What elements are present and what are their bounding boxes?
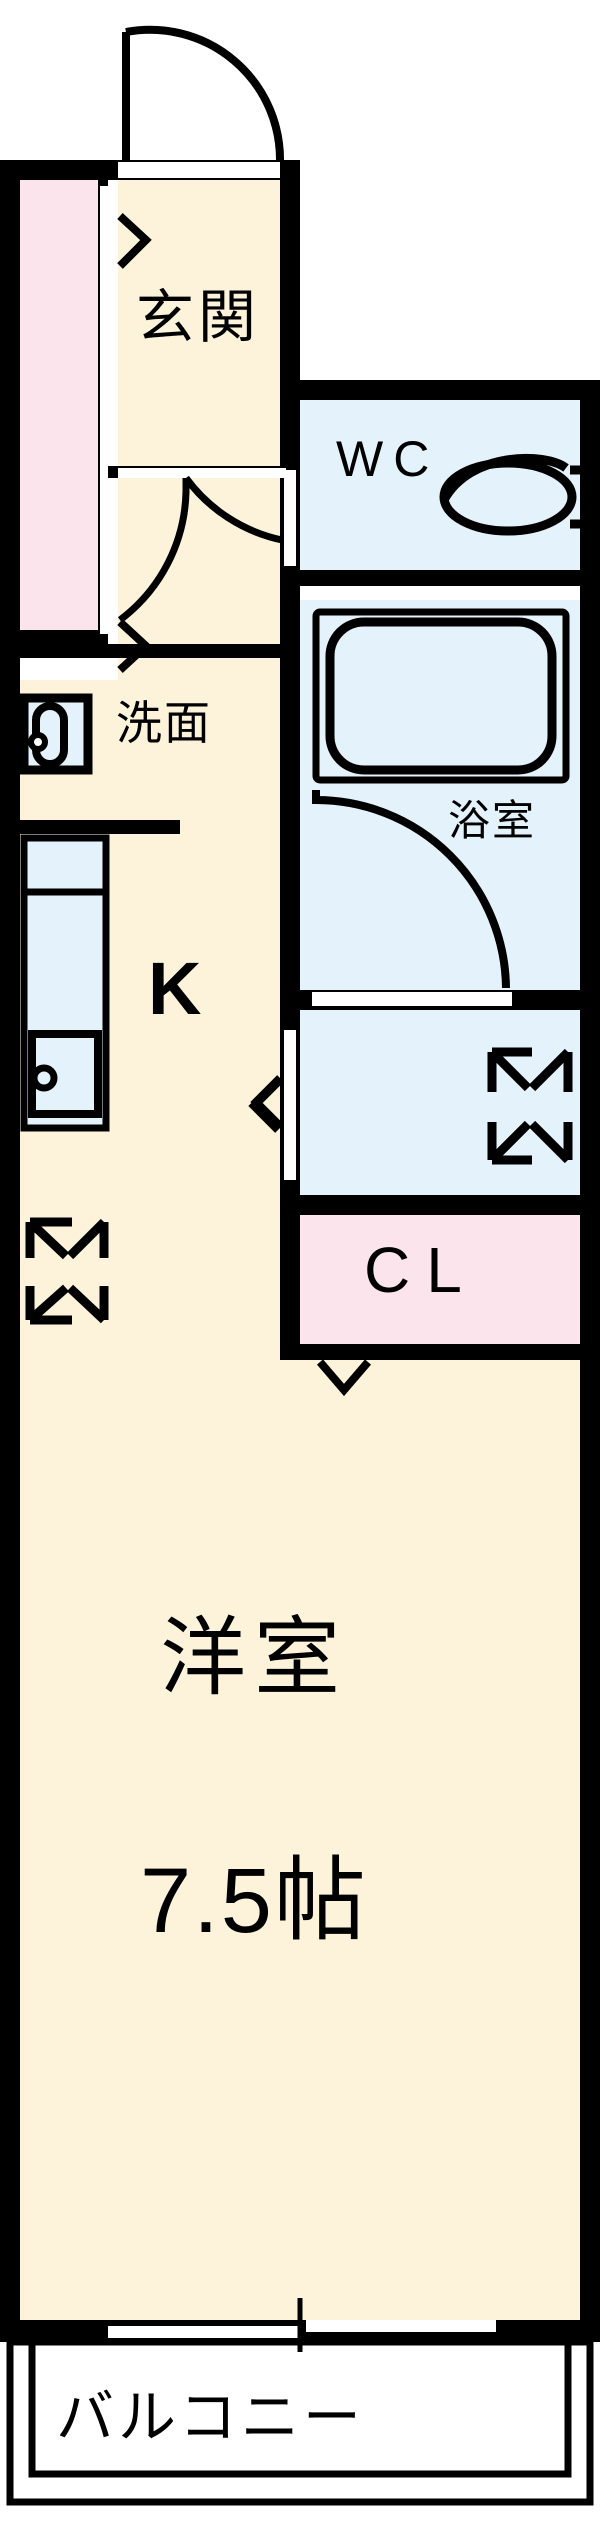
entry-door-swing-icon [122, 25, 285, 163]
room-fill-main [20, 1360, 580, 2320]
label-balcony: バルコニー [56, 2383, 365, 2451]
room-fill-shoe-closet [20, 180, 98, 640]
label-bath: 浴室 [448, 796, 537, 845]
room-fill-appliance [300, 1010, 580, 1195]
door-gap-genkan-hall [118, 468, 286, 478]
room-fill-bath [300, 600, 580, 990]
door-gap-wc [284, 470, 296, 566]
door-gap-bath-slider [312, 992, 512, 1006]
outer-wall-left [0, 160, 20, 2340]
wall-kitchen-top [20, 820, 180, 834]
door-gap-entry [118, 162, 280, 178]
label-washroom: 洗面 [116, 696, 212, 750]
label-main-room-size: 7.5帖 [140, 1850, 368, 1952]
label-closet: CL [364, 1234, 478, 1306]
door-gap-appliance [284, 1030, 296, 1180]
outer-wall-bottom [0, 2320, 600, 2342]
room-fill-genkan [118, 180, 280, 680]
label-main-room: 洋室 [160, 1608, 348, 1708]
label-genkan: 玄関 [136, 283, 261, 351]
wall-genkan-right [280, 180, 300, 400]
wall-washroom-top [20, 644, 290, 658]
room-fill-closet [300, 1215, 580, 1360]
door-gap-shoe-closet [100, 186, 108, 634]
outer-wall-right [580, 380, 600, 2340]
wall-shoe-closet-bottom [20, 630, 108, 644]
label-wc: WC [336, 431, 440, 487]
outer-wall-top-r2 [280, 380, 600, 400]
label-kitchen: K [148, 947, 202, 1030]
wall-wc-bottom [300, 570, 580, 586]
wall-appliance-bottom [300, 1195, 580, 1215]
wall-closet-bottom [300, 1344, 580, 1360]
